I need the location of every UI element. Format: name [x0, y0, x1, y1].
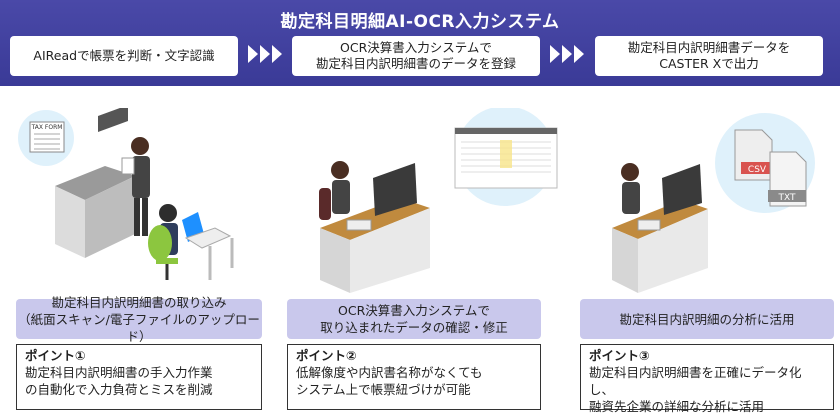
point-title-1: ポイント①	[25, 348, 86, 363]
step-label-3: 勘定科目内訳明細の分析に活用	[580, 299, 834, 339]
monitor-icon	[373, 163, 417, 216]
header-banner: 勘定科目明細AI-OCR入力システム AIReadで帳票を判断・文字認識 OCR…	[0, 0, 840, 86]
point-box-2: ポイント② 低解像度や内訳書名称がなくても システム上で帳票紐づけが可能	[287, 344, 541, 410]
step-label-2: OCR決算書入力システムで 取り込まれたデータの確認・修正	[287, 299, 541, 339]
point-title-2: ポイント②	[296, 348, 357, 363]
arrow-right-icon	[248, 45, 282, 63]
tax-form-text: TAX FORM	[31, 124, 63, 131]
copier-body	[55, 186, 85, 258]
point-box-1: ポイント① 勘定科目内訳明細書の手入力作業 の自動化で入力負荷とミスを削減	[16, 344, 262, 410]
point-title-3: ポイント③	[589, 348, 650, 363]
person-standing	[131, 137, 149, 155]
point-box-3: ポイント③ 勘定科目内訳明細書を正確にデータ化し、 融資先企業の詳細な分析に活用	[580, 344, 834, 414]
person-at-desk	[621, 163, 639, 181]
step-2-box: OCR決算書入力システムで 勘定科目内訳明細書のデータを登録	[292, 36, 540, 76]
monitor-icon	[662, 164, 702, 215]
page-title: 勘定科目明細AI-OCR入力システム	[280, 12, 560, 32]
step-3-box: 勘定科目内訳明細書データを CASTER Xで出力	[595, 36, 823, 76]
scan-upload-illustration: TAX FORM	[18, 108, 234, 280]
csv-label: CSV	[748, 165, 767, 175]
txt-label: TXT	[777, 193, 796, 203]
step-label-1: 勘定科目内訳明細書の取り込み （紙面スキャン/電子ファイルのアップロード）	[16, 295, 262, 344]
person-sitting	[159, 204, 177, 222]
point-text-1: 勘定科目内訳明細書の手入力作業 の自動化で入力負荷とミスを削減	[25, 365, 213, 397]
tax-form-icon	[29, 121, 65, 153]
export-analysis-illustration: CSV TXT	[612, 113, 815, 293]
copier-top	[55, 166, 135, 200]
arrow-right-icon	[550, 45, 584, 63]
point-text-3: 勘定科目内訳明細書を正確にデータ化し、 融資先企業の詳細な分析に活用	[589, 365, 802, 414]
point-text-2: 低解像度や内訳書名称がなくても システム上で帳票紐づけが可能	[296, 365, 483, 397]
step-1-box: AIReadで帳票を判断・文字認識	[10, 36, 238, 76]
person-at-desk	[331, 161, 349, 179]
data-check-illustration	[319, 108, 558, 293]
